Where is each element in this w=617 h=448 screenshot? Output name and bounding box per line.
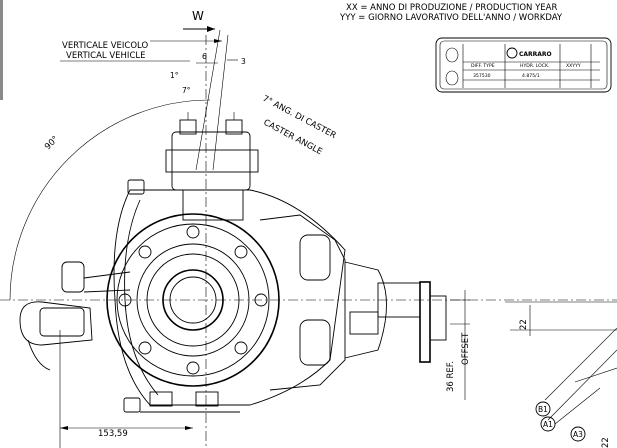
svg-text:A1: A1 <box>543 420 553 429</box>
identification-plate: CARRARO DIFF. TYPE HYDR. LOCK. XXYYY 357… <box>435 37 612 93</box>
caster-angle-it: 7° ANG. DI CASTER <box>261 94 338 141</box>
dim-153-59: 153,59 <box>98 429 128 439</box>
dim-6: 6 <box>202 52 207 61</box>
callout-b1: B1 <box>535 401 551 417</box>
dim-22-b: 22 <box>601 437 611 448</box>
svg-text:HYDR. LOCK.: HYDR. LOCK. <box>520 63 549 69</box>
w-arrow-label: W <box>192 9 204 23</box>
dim-22-a: 22 <box>519 319 529 330</box>
legend-production-year: XX = ANNO DI PRODUZIONE / PRODUCTION YEA… <box>346 3 557 13</box>
svg-text:357530: 357530 <box>473 73 491 79</box>
stud-holes <box>118 225 268 375</box>
vertical-vehicle-en: VERTICAL VEHICLE <box>66 51 145 61</box>
svg-text:XXYYY: XXYYY <box>566 63 581 69</box>
vertical-vehicle-it: VERTICALE VEICOLO <box>62 41 148 51</box>
scan-margin <box>0 0 3 100</box>
legend-workday: YYY = GIORNO LAVORATIVO DELL'ANNO / WORK… <box>339 13 563 23</box>
callout-a3: A3 <box>570 426 586 442</box>
angle-1: 1° <box>170 71 179 80</box>
svg-text:A3: A3 <box>573 430 583 439</box>
dim-3: 3 <box>241 57 246 66</box>
callout-a1: A1 <box>540 416 556 432</box>
offset-ref: 36 REF. <box>446 361 456 392</box>
svg-text:DIFF. TYPE: DIFF. TYPE <box>471 63 495 69</box>
svg-text:B1: B1 <box>538 405 548 414</box>
offset-label: OFFSET <box>461 332 471 365</box>
svg-text:4.875/1: 4.875/1 <box>522 73 540 79</box>
plate-brand: CARRARO <box>519 51 552 58</box>
angle-7: 7° <box>182 86 191 95</box>
angle-90: 90° <box>43 134 61 152</box>
hub-flange <box>106 213 280 387</box>
axle-body <box>19 112 447 413</box>
